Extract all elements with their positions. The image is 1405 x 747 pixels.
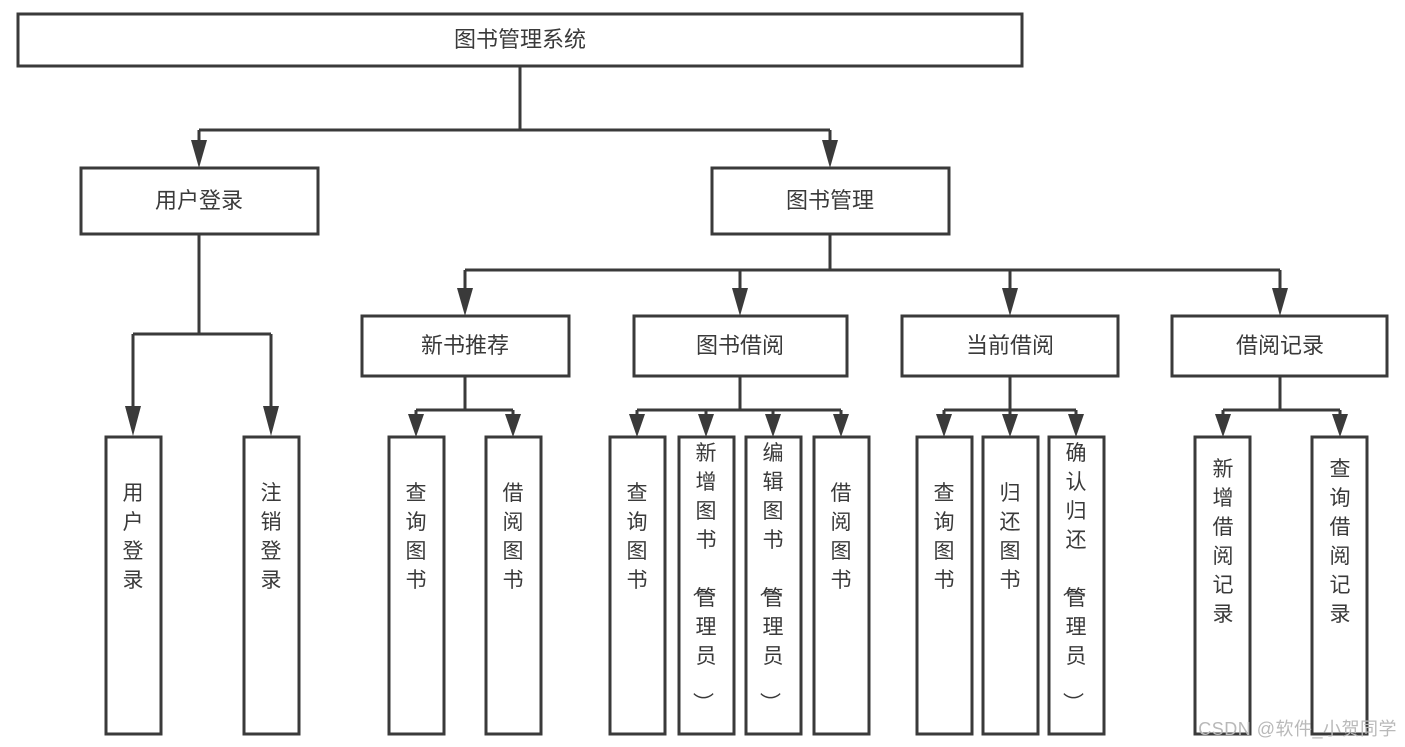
leaf-node-confirm-return-box[interactable] [1047, 435, 1106, 736]
leaf-node-return-book-box[interactable] [981, 435, 1040, 736]
arrow-head-leaf-user-login [125, 406, 141, 436]
arrow-head-book-borrow [732, 288, 748, 316]
arrow-head-leaf-edit-book [765, 414, 781, 437]
leaf-node-query-book-2-label: 查询图书 [627, 482, 648, 592]
node-borrow-record-label: 借阅记录 [1236, 333, 1324, 358]
leaf-node-logout-login-label: 注销登录 [261, 482, 282, 592]
leaf-node-add-book-label: 新增图书（管理员） [691, 442, 717, 713]
leaf-node-borrow-book-1-label: 借阅图书 [503, 482, 524, 592]
node-book-management-label: 图书管理 [786, 188, 874, 213]
node-borrow-record-box[interactable] [1170, 314, 1389, 378]
node-borrow-record[interactable]: 借阅记录 [1170, 314, 1389, 378]
node-book-management[interactable]: 图书管理 [710, 166, 951, 236]
leaf-node-add-borrow-record-label: 新增借阅记录 [1213, 458, 1234, 626]
node-book-borrow[interactable]: 图书借阅 [632, 314, 849, 378]
node-current-borrow-box[interactable] [900, 314, 1120, 378]
leaf-node-logout-login[interactable]: 注销登录 [242, 435, 301, 736]
node-new-book-recommend[interactable]: 新书推荐 [360, 314, 571, 378]
leaf-node-user-login[interactable]: 用户登录 [104, 435, 163, 736]
arrow-head-current-borrow [1002, 288, 1018, 316]
arrow-head-leaf-confirm-return [1068, 414, 1084, 437]
leaf-node-query-book-1-label: 查询图书 [406, 482, 427, 592]
arrow-head-leaf-borrow-book-1 [505, 414, 521, 437]
node-current-borrow-label: 当前借阅 [966, 333, 1054, 358]
node-book-borrow-box[interactable] [632, 314, 849, 378]
leaf-node-borrow-book-2-label: 借阅图书 [831, 482, 852, 592]
node-new-book-recommend-box[interactable] [360, 314, 571, 378]
leaf-node-borrow-book-1[interactable]: 借阅图书 [484, 435, 543, 736]
leaf-node-borrow-book-2[interactable]: 借阅图书 [812, 435, 871, 736]
connector-layer [125, 66, 1348, 437]
arrow-head-leaf-borrow-book-2 [833, 414, 849, 437]
node-root-label: 图书管理系统 [454, 27, 586, 52]
node-user-login-label: 用户登录 [155, 188, 243, 213]
leaf-node-query-book-1[interactable]: 查询图书 [387, 435, 446, 736]
leaf-node-borrow-book-1-box[interactable] [484, 435, 543, 736]
leaf-node-logout-login-box[interactable] [242, 435, 301, 736]
arrow-head-leaf-query-book-2 [629, 414, 645, 437]
leaf-node-query-borrow-record-label: 查询借阅记录 [1330, 458, 1351, 626]
node-user-login-box[interactable] [79, 166, 320, 236]
arrow-head-user-login [191, 140, 207, 168]
node-root-box[interactable] [16, 12, 1024, 68]
leaf-node-add-book[interactable]: 新增图书（管理员） [677, 435, 736, 736]
leaf-node-add-book-box[interactable] [677, 435, 736, 736]
arrow-head-leaf-query-book-3 [936, 414, 952, 437]
leaf-node-user-login-box[interactable] [104, 435, 163, 736]
leaf-node-edit-book[interactable]: 编辑图书（管理员） [744, 435, 803, 736]
leaf-node-query-book-3-label: 查询图书 [934, 482, 955, 592]
arrow-head-leaf-add-borrow-record [1215, 414, 1231, 437]
leaf-node-query-book-1-box[interactable] [387, 435, 446, 736]
arrow-head-borrow-record [1272, 288, 1288, 316]
arrow-head-leaf-query-book-1 [408, 414, 424, 437]
arrow-head-leaf-return-book [1002, 414, 1018, 437]
node-user-login[interactable]: 用户登录 [79, 166, 320, 236]
leaf-node-edit-book-box[interactable] [744, 435, 803, 736]
leaf-node-query-book-3-box[interactable] [915, 435, 974, 736]
arrow-head-new-book-recommend [457, 288, 473, 316]
leaf-node-edit-book-label: 编辑图书（管理员） [758, 442, 784, 713]
leaf-node-confirm-return[interactable]: 确认归还（管理员） [1047, 435, 1106, 736]
leaf-node-return-book[interactable]: 归还图书 [981, 435, 1040, 736]
node-new-book-recommend-label: 新书推荐 [421, 333, 509, 358]
node-book-borrow-label: 图书借阅 [696, 333, 784, 358]
leaf-node-return-book-label: 归还图书 [1000, 482, 1021, 592]
node-current-borrow[interactable]: 当前借阅 [900, 314, 1120, 378]
arrow-head-leaf-logout-login [263, 406, 279, 436]
node-root[interactable]: 图书管理系统 [16, 12, 1024, 68]
arrow-head-leaf-add-book [698, 414, 714, 437]
leaf-node-query-book-3[interactable]: 查询图书 [915, 435, 974, 736]
node-book-management-box[interactable] [710, 166, 951, 236]
leaf-node-add-borrow-record[interactable]: 新增借阅记录 [1193, 435, 1252, 736]
arrow-head-leaf-query-borrow-record [1332, 414, 1348, 437]
leaf-node-add-borrow-record-box[interactable] [1193, 435, 1252, 736]
leaf-node-query-book-2-box[interactable] [608, 435, 667, 736]
leaf-node-query-borrow-record[interactable]: 查询借阅记录 [1310, 435, 1369, 736]
leaf-node-confirm-return-label: 确认归还（管理员） [1061, 442, 1087, 713]
leaf-node-user-login-label: 用户登录 [123, 482, 144, 592]
leaf-node-query-borrow-record-box[interactable] [1310, 435, 1369, 736]
arrow-head-book-management [822, 140, 838, 168]
leaf-node-borrow-book-2-box[interactable] [812, 435, 871, 736]
leaf-node-query-book-2[interactable]: 查询图书 [608, 435, 667, 736]
